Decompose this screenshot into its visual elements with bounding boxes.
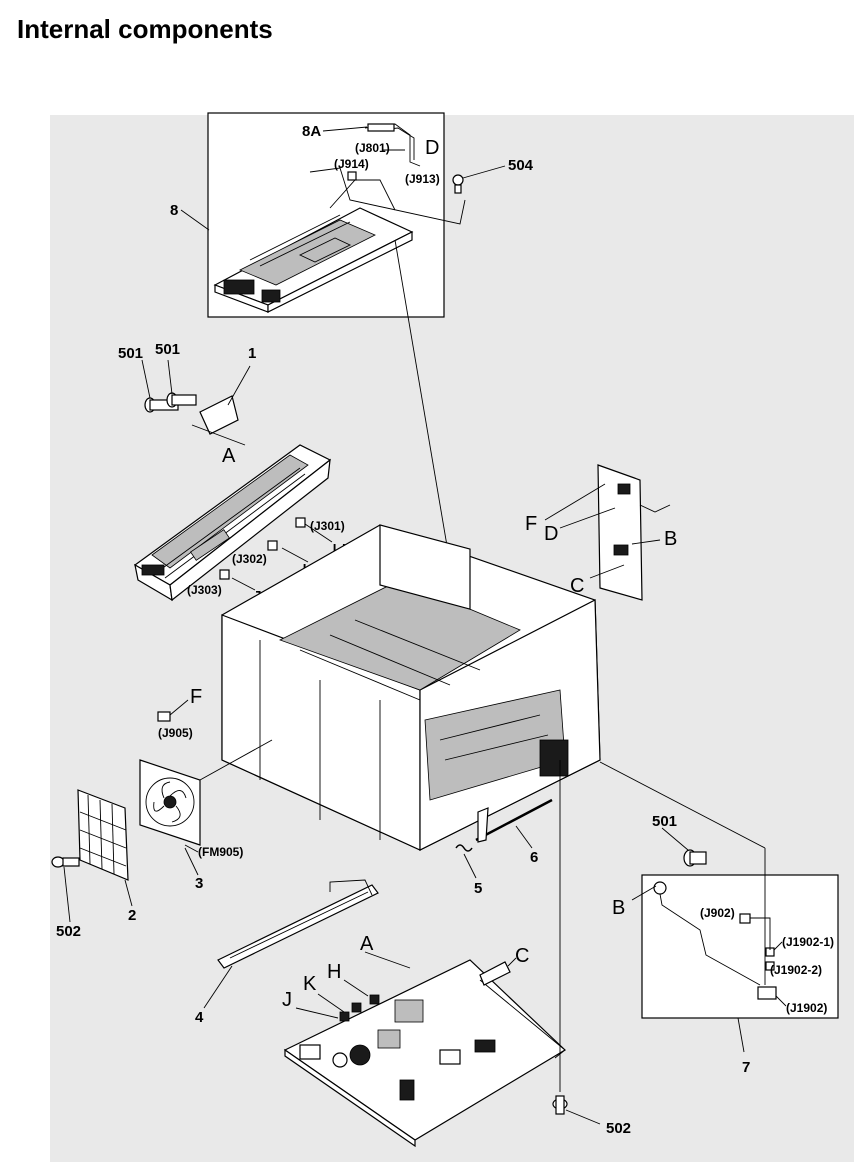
- callout-A-board: A: [360, 933, 374, 955]
- connector-label-J302: (J302): [232, 552, 267, 566]
- connector-J302: [267, 540, 278, 551]
- callout-J-board: J: [282, 989, 292, 1011]
- connector-label-J913: (J913): [405, 172, 440, 186]
- scanner-assembly: [213, 171, 414, 313]
- callout-1: 1: [248, 345, 256, 362]
- connector-label-J303: (J303): [187, 583, 222, 597]
- callout-C-board: C: [515, 945, 529, 967]
- connector-label-J902: (J902): [700, 906, 735, 920]
- callout-501-cable: 501: [652, 813, 677, 830]
- screw-504: [452, 174, 464, 194]
- connector-label-J301: (J301): [310, 519, 345, 533]
- connector-label-J1902-2: (J1902-2): [770, 963, 822, 977]
- callout-A-fuser: A: [222, 445, 236, 467]
- connector-label-J801: (J801): [355, 141, 390, 155]
- callout-H-board: H: [327, 961, 341, 983]
- connector-label-J905: (J905): [158, 726, 193, 740]
- callout-5: 5: [474, 880, 482, 897]
- main-chassis: [221, 524, 601, 851]
- connector-J905: [157, 711, 171, 722]
- page-title: Internal components: [17, 14, 273, 44]
- dc-controller-board: [283, 959, 566, 1148]
- screw-502-left: [51, 856, 80, 868]
- callout-502-left: 502: [56, 923, 81, 940]
- connector-label-J1902: (J1902): [786, 1001, 827, 1015]
- callout-501-fuser-left: 501: [118, 345, 143, 362]
- screw-502-bottom: [552, 1095, 568, 1115]
- callout-4: 4: [195, 1009, 204, 1026]
- screw-501-right: [166, 392, 197, 408]
- callout-F-fan: F: [190, 686, 202, 708]
- callout-F-formatter: F: [525, 513, 537, 535]
- fan-3: [139, 759, 201, 846]
- fuser-assembly: [133, 444, 332, 602]
- callout-3: 3: [195, 875, 203, 892]
- cable-inset-box: [641, 874, 839, 1019]
- callout-B-cable: B: [612, 897, 625, 919]
- connector-J303: [219, 569, 230, 580]
- callout-K-board: K: [303, 973, 317, 995]
- callout-C-formatter: C: [570, 575, 584, 597]
- connector-label-FM905: (FM905): [198, 845, 243, 859]
- callout-7: 7: [742, 1059, 750, 1076]
- formatter-board: [597, 464, 671, 601]
- connector-label-J914: (J914): [334, 157, 369, 171]
- callout-D: D: [425, 137, 439, 159]
- screw-501-right: [683, 849, 707, 867]
- callout-6: 6: [530, 849, 538, 866]
- part-5-spring: [455, 844, 473, 852]
- callout-501-fuser-right: 501: [155, 341, 180, 358]
- callout-8: 8: [170, 202, 178, 219]
- board-cable-C: [479, 961, 511, 986]
- cable-assembly-7: [653, 881, 777, 1000]
- callout-502-bottom: 502: [606, 1120, 631, 1137]
- callout-B-formatter: B: [664, 528, 677, 550]
- part-6-rod: [475, 798, 553, 843]
- fuser-bracket-1: [199, 395, 239, 435]
- callout-D-formatter: D: [544, 523, 558, 545]
- callout-8A: 8A: [302, 123, 321, 140]
- connector-J301: [295, 517, 306, 528]
- scanner-cable-8A: [364, 123, 421, 167]
- bracket-4: [217, 879, 379, 969]
- connector-label-J1902-1: (J1902-1): [782, 935, 834, 949]
- callout-504: 504: [508, 157, 534, 174]
- fan-cover-2: [77, 789, 129, 881]
- callout-2: 2: [128, 907, 136, 924]
